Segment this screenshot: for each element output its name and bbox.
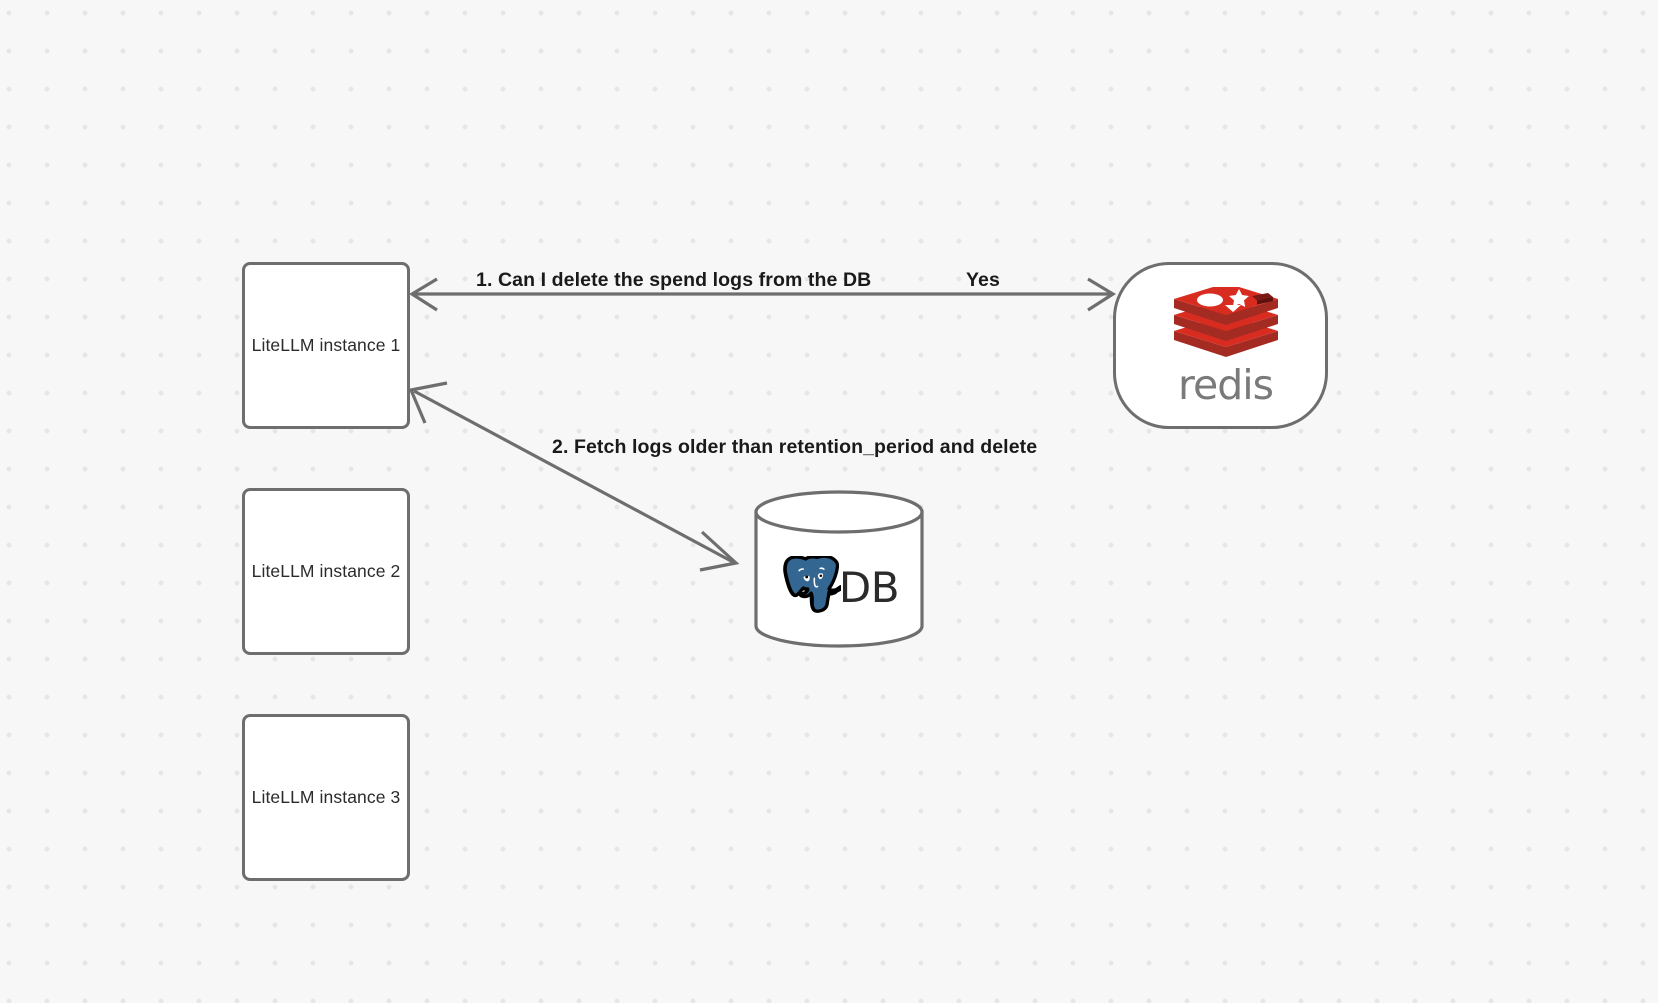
redis-stack-icon bbox=[1173, 286, 1278, 357]
node-litellm-instance-1[interactable]: LiteLLM instance 1 bbox=[242, 262, 410, 429]
node-litellm-instance-2[interactable]: LiteLLM instance 2 bbox=[242, 488, 410, 655]
node-label: LiteLLM instance 2 bbox=[251, 561, 401, 581]
edge-label-answer: Yes bbox=[966, 269, 1000, 291]
node-db[interactable]: DB bbox=[753, 490, 925, 648]
edge-litellm1-db[interactable] bbox=[408, 381, 740, 572]
db-content: DB bbox=[753, 490, 925, 648]
edge-label-fetch-delete: 2. Fetch logs older than retention_perio… bbox=[552, 436, 1038, 458]
node-label: LiteLLM instance 1 bbox=[251, 335, 401, 355]
cylinder-shape bbox=[754, 490, 924, 648]
edge-label-question: 1. Can I delete the spend logs from the … bbox=[476, 269, 872, 291]
node-redis[interactable]: redis bbox=[1113, 262, 1328, 429]
redis-logo: redis bbox=[1169, 286, 1283, 409]
node-litellm-instance-3[interactable]: LiteLLM instance 3 bbox=[242, 714, 410, 881]
postgresql-elephant-icon bbox=[783, 556, 841, 613]
node-label: LiteLLM instance 3 bbox=[251, 787, 401, 807]
db-label: DB bbox=[838, 562, 900, 612]
redis-wordmark: redis bbox=[1178, 360, 1274, 409]
